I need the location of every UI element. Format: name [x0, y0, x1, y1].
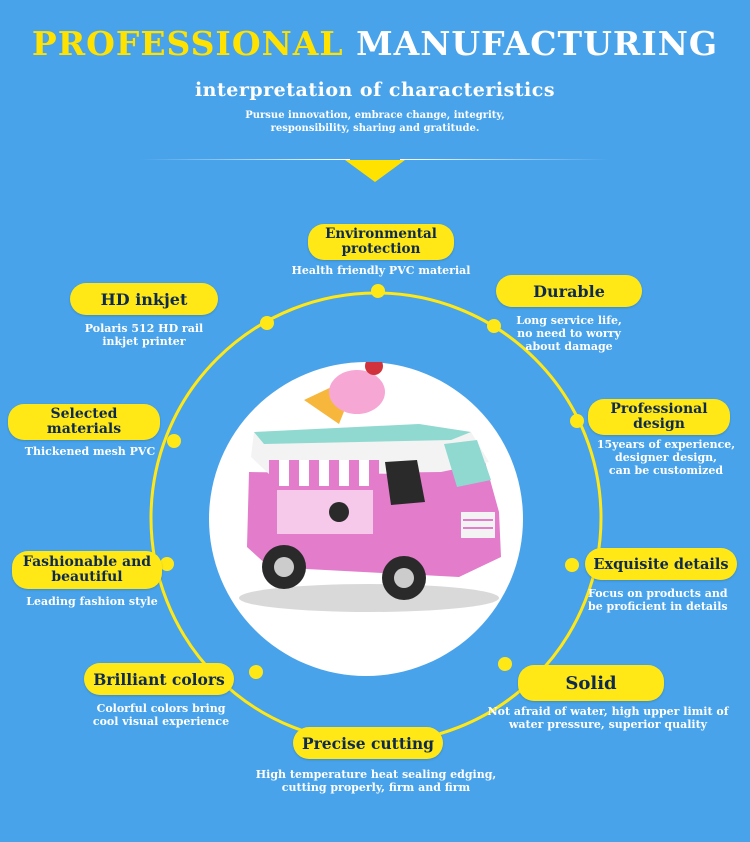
feature-title-line: Brilliant colors [93, 669, 225, 689]
divider-right [400, 159, 610, 160]
feature-desc: Polaris 512 HD rail inkjet printer [64, 322, 224, 348]
divider-left [140, 159, 350, 160]
feature-title-line: Exquisite details [593, 555, 729, 573]
feature-desc: Long service life, no need to worry abou… [510, 314, 628, 353]
feature-hd-inkjet: HD inkjet [70, 283, 218, 315]
feature-desc-line: Thickened mesh PVC [24, 445, 156, 458]
feature-desc-line: Focus on products and [588, 587, 728, 600]
ring-dot [498, 657, 512, 671]
ring-dot [160, 557, 174, 571]
feature-desc: Not afraid of water, high upper limit of… [470, 705, 746, 731]
slogan-line-2: responsibility, sharing and gratitude. [270, 123, 480, 134]
feature-title-line: beautiful [51, 569, 123, 585]
feature-desc-line: cutting properly, firm and firm [281, 781, 471, 794]
feature-desc: Colorful colors bring cool visual experi… [78, 702, 244, 728]
feature-title-line: HD inkjet [100, 289, 188, 309]
feature-desc-line: cool visual experience [92, 715, 230, 728]
feature-professional-design: Professional design [588, 399, 730, 435]
feature-title-line: Selected [50, 406, 118, 422]
feature-desc-line: can be customized [608, 464, 724, 477]
ring-dot [565, 558, 579, 572]
feature-desc-line: High temperature heat sealing edging, [255, 768, 497, 781]
chevron-down-icon [345, 160, 405, 182]
feature-fashionable-beautiful: Fashionable and beautiful [12, 551, 162, 589]
feature-desc: Thickened mesh PVC [10, 445, 170, 458]
ring-dot [249, 665, 263, 679]
feature-desc: Leading fashion style [14, 595, 170, 608]
feature-desc-line: Polaris 512 HD rail [84, 322, 204, 335]
feature-title-line: protection [341, 241, 421, 257]
feature-desc: Focus on products and be proficient in d… [588, 587, 748, 613]
feature-title-line: Fashionable and [22, 554, 152, 570]
feature-brilliant-colors: Brilliant colors [84, 663, 234, 695]
feature-title-line: Solid [565, 672, 617, 694]
feature-selected-materials: Selected materials [8, 404, 160, 440]
ring-dot [487, 319, 501, 333]
feature-desc-line: inkjet printer [102, 335, 186, 348]
feature-durable: Durable [496, 275, 642, 307]
feature-title-line: Precise cutting [301, 733, 434, 753]
page-subtitle: interpretation of characteristics [194, 79, 556, 101]
feature-desc: Health friendly PVC material [283, 264, 479, 277]
feature-title-line: Durable [533, 281, 605, 301]
title-part-manufacturing: MANUFACTURING [356, 24, 719, 63]
ring-dot [570, 414, 584, 428]
feature-desc-line: Long service life, [516, 314, 622, 327]
feature-desc-line: no need to worry [517, 327, 621, 340]
slogan-line-1: Pursue innovation, embrace change, integ… [245, 110, 505, 121]
feature-desc-line: designer design, [615, 451, 717, 464]
feature-desc-line: Colorful colors bring [96, 702, 226, 715]
product-disc [209, 357, 523, 676]
ring-dot [167, 434, 181, 448]
feature-desc-line: 15years of experience, [596, 438, 736, 451]
feature-desc-line: water pressure, superior quality [508, 718, 708, 731]
feature-exquisite-details: Exquisite details [585, 548, 737, 580]
page-title: PROFESSIONAL MANUFACTURING [0, 24, 750, 63]
feature-desc: High temperature heat sealing edging, cu… [236, 768, 516, 794]
feature-title-line: Professional [610, 401, 708, 417]
feature-desc-line: about damage [525, 340, 613, 353]
feature-precise-cutting: Precise cutting [293, 727, 443, 759]
feature-title-line: design [633, 416, 685, 432]
feature-desc: 15years of experience, designer design, … [586, 438, 746, 477]
title-part-professional: PROFESSIONAL [31, 24, 344, 63]
feature-title-line: Environmental [325, 226, 437, 242]
feature-environmental-protection: Environmental protection [308, 224, 454, 260]
feature-desc-line: Leading fashion style [26, 595, 158, 608]
feature-desc-line: be proficient in details [588, 600, 728, 613]
feature-desc-line: Not afraid of water, high upper limit of [487, 705, 729, 718]
feature-desc-line: Health friendly PVC material [291, 264, 471, 277]
feature-solid: Solid [518, 665, 664, 701]
ring-dot [260, 316, 274, 330]
slogan: Pursue innovation, embrace change, integ… [225, 109, 525, 135]
feature-title-line: materials [46, 421, 122, 437]
ring-dot [371, 284, 385, 298]
ice-cream-food-truck-icon [239, 357, 501, 612]
